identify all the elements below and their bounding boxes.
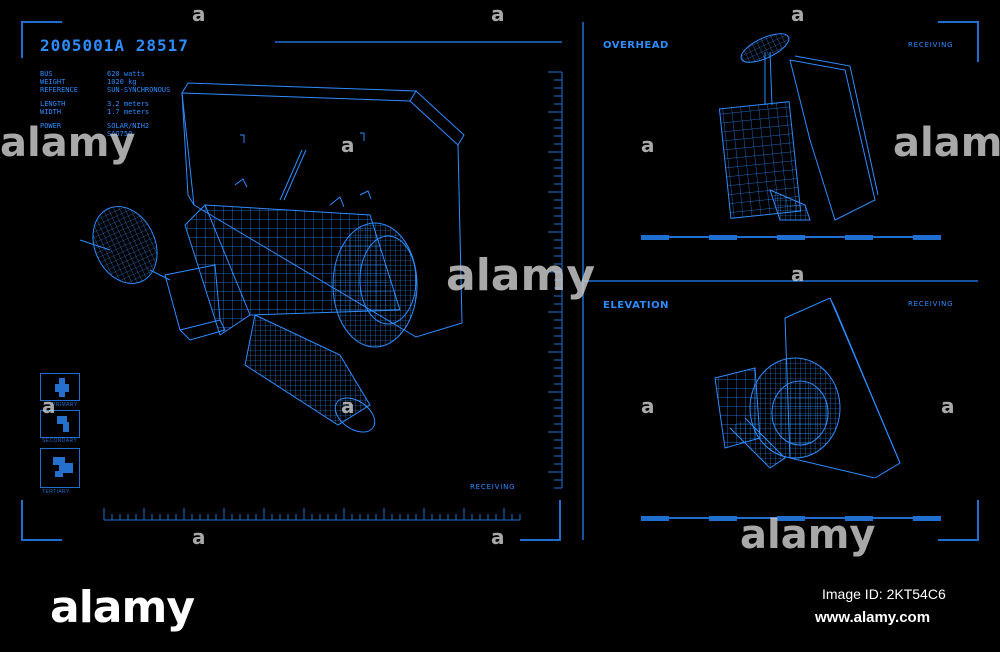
thumbnail-label: PRIMARY — [52, 402, 78, 408]
corner-bracket-bottom-right — [938, 500, 979, 541]
view-thumbnail-secondary[interactable] — [40, 410, 80, 438]
engine-ring — [332, 222, 418, 348]
stock-footer: alamy Image ID: 2KT54C6 www.alamy.com — [0, 580, 1000, 652]
instrument-cylinder — [244, 314, 371, 426]
antenna-dish — [740, 33, 790, 63]
watermark-alamy: alamy — [446, 250, 595, 301]
elevation-status: RECEIVING — [908, 300, 954, 308]
alamy-url[interactable]: www.alamy.com — [815, 609, 931, 626]
corner-bracket-bottom-left — [21, 500, 62, 541]
watermark-letter: a — [192, 2, 206, 26]
main-status-receiving: RECEIVING — [470, 483, 516, 491]
satellite-wireframe-overhead — [718, 33, 879, 221]
watermark-letter: a — [42, 394, 56, 418]
overhead-title: OVERHEAD — [603, 40, 669, 51]
solar-panel — [789, 59, 876, 221]
watermark-alamy: alamy — [893, 120, 1000, 166]
watermark-letter: a — [491, 2, 505, 26]
image-id: Image ID: 2KT54C6 — [822, 586, 946, 602]
view-thumbnail-primary[interactable] — [40, 373, 80, 401]
watermark-letter: a — [341, 394, 355, 418]
watermark-letter: a — [641, 394, 655, 418]
thumbnail-image — [53, 457, 73, 477]
watermark-letter: a — [491, 525, 505, 549]
thumbnail-label: TERTIARY — [42, 489, 70, 495]
corner-bracket-top-left — [21, 21, 62, 58]
satellite-wireframe-elevation — [714, 298, 901, 478]
alamy-logo: alamy — [50, 582, 195, 633]
watermark-letter: a — [192, 525, 206, 549]
hud-frame — [21, 21, 979, 541]
watermark-letter: a — [341, 133, 355, 157]
satellite-id-title: 2005001A 28517 — [40, 36, 189, 55]
watermark-alamy: alamy — [740, 512, 876, 558]
horizontal-ruler — [103, 508, 521, 521]
overhead-status: RECEIVING — [908, 41, 954, 49]
spec-row: SAO750 — [107, 130, 133, 138]
vertical-ruler — [548, 71, 563, 489]
watermark-letter: a — [641, 133, 655, 157]
overhead-scale-bar — [641, 235, 941, 240]
watermark-letter: a — [791, 262, 805, 286]
view-thumbnail-tertiary[interactable] — [40, 448, 80, 488]
corner-bracket-bottom-mid — [520, 500, 561, 541]
satellite-wireframe-main — [79, 82, 465, 433]
watermark-letter: a — [791, 2, 805, 26]
antenna-dish — [92, 206, 158, 284]
watermark-alamy: alamy — [0, 120, 136, 166]
thumbnail-image — [55, 378, 69, 397]
watermark-letter: a — [941, 394, 955, 418]
elevation-title: ELEVATION — [603, 300, 669, 311]
thumbnail-label: SECONDARY — [42, 438, 78, 444]
satellite-body — [718, 101, 802, 219]
corner-bracket-top-right — [938, 21, 979, 62]
elevation-scale-bar — [641, 516, 941, 521]
thumbnail-image — [57, 416, 69, 432]
